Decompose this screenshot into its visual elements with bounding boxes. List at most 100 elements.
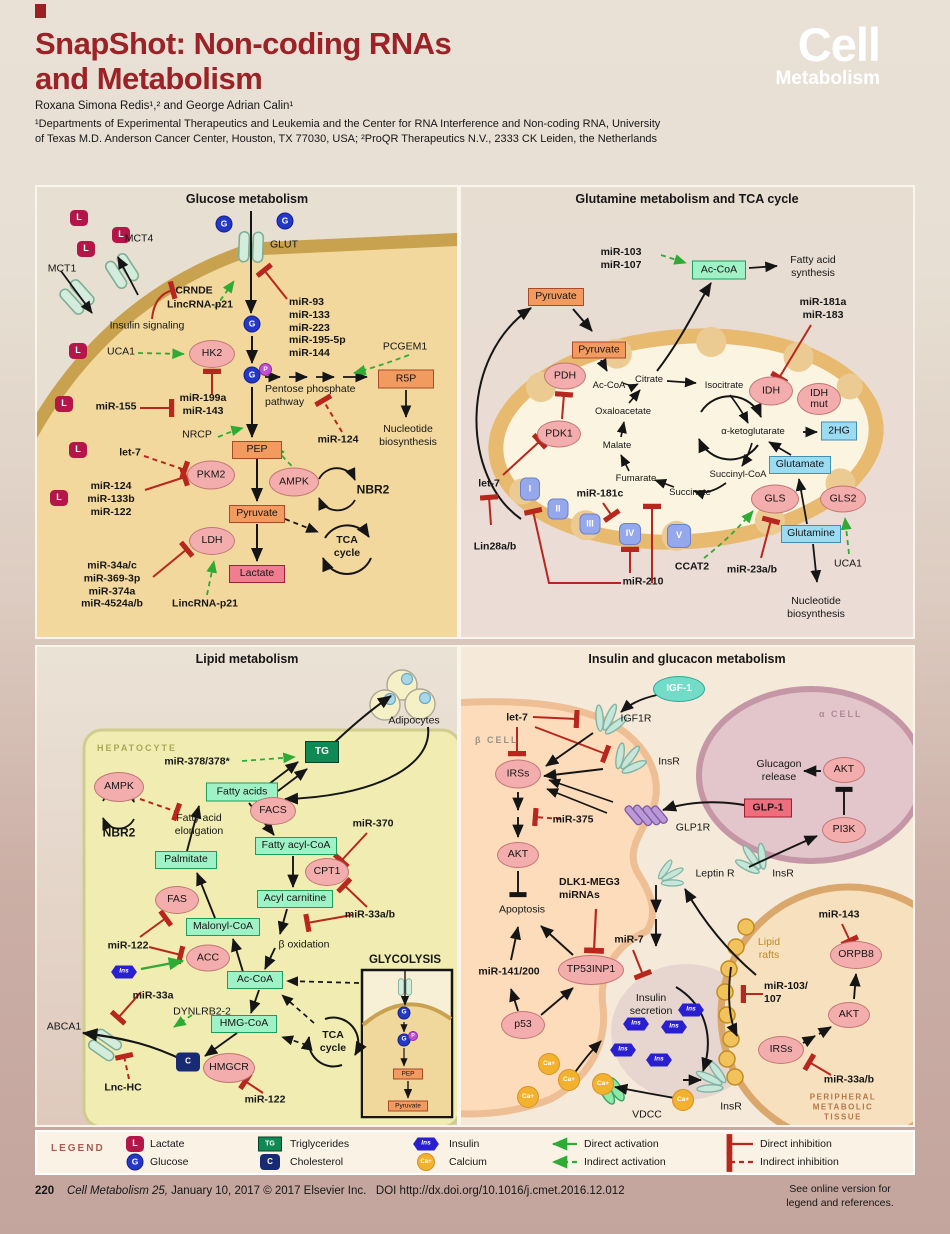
node-igf1: IGF-1 [653, 676, 705, 702]
label-mct4: MCT4 [124, 232, 154, 245]
legend-calcium-badge: Ca+ [417, 1153, 435, 1171]
label-adipocytes: Adipocytes [388, 714, 440, 727]
footer-citation: 220 Cell Metabolism 25, January 10, 2017… [35, 1185, 625, 1197]
node-tp53inp1: TP53INP1 [558, 955, 624, 985]
label-lipid-rafts: Lipid rafts [757, 936, 781, 961]
logo-metabolism: Metabolism [775, 68, 880, 89]
node-fatty-acids: Fatty acids [206, 782, 278, 802]
lactate-badge: L [50, 490, 68, 506]
label-mir34-group: miR-34a/c miR-369-3p miR-374a miR-4524a/… [81, 559, 143, 610]
node-pdk1: PDK1 [537, 420, 581, 448]
label-abca1: ABCA1 [46, 1020, 82, 1033]
doi-link[interactable]: DOI http://dx.doi.org/10.1016/j.cmet.201… [375, 1185, 625, 1197]
node-idh-mut: IDH mut [797, 383, 841, 415]
legend-cholesterol-label: Cholesterol [290, 1156, 344, 1168]
label-malate: Malate [602, 440, 632, 452]
label-mir199a-143: miR-199a miR-143 [179, 392, 227, 417]
node-pep-mini: PEP [393, 1068, 423, 1080]
label-nrcp: NRCP [182, 428, 212, 441]
insulin-granule: Ins [678, 1003, 704, 1017]
node-lactate: Lactate [229, 565, 285, 583]
insulin-granule: Ins [610, 1043, 636, 1057]
label-ccat2: CCAT2 [674, 560, 710, 573]
lactate-badge: L [77, 241, 95, 257]
lipid-diagram-art [81, 669, 457, 1125]
panel-title-glutamine: Glutamine metabolism and TCA cycle [575, 192, 799, 206]
node-pkm2: PKM2 [187, 460, 235, 490]
node-fas: FAS [155, 886, 199, 914]
label-glp1r: GLP1R [675, 821, 711, 834]
label-mir210: miR-210 [622, 575, 664, 588]
label-fatty-acid-synthesis: Fatty acid synthesis [790, 254, 836, 279]
lactate-badge: L [69, 343, 87, 359]
label-mir370: miR-370 [352, 817, 394, 830]
node-complex-iii: III [579, 513, 601, 535]
label-lin28ab: Lin28a/b [473, 540, 517, 553]
glucose-badge: G [243, 315, 261, 333]
panel-title-lipid: Lipid metabolism [195, 652, 299, 666]
node-ac-coa: Ac-CoA [227, 971, 283, 989]
lactate-badge: L [70, 210, 88, 226]
label-glut: GLUT [269, 238, 299, 251]
journal-name: Cell Metabolism 25, [66, 1185, 168, 1197]
panel-title-insulin: Insulin and glucacon metabolism [588, 652, 786, 666]
node-irss-beta: IRSs [495, 759, 541, 789]
corner-mark [35, 4, 46, 18]
label-vdcc: VDCC [632, 1108, 662, 1121]
label-crnde: CRNDE [175, 284, 213, 297]
label-nucleotide-biosynthesis: Nucleotide biosynthesis [379, 423, 437, 448]
lactate-badge: L [69, 442, 87, 458]
calcium-badge: Ca+ [517, 1086, 539, 1108]
label-mir33ab: miR-33a/b [823, 1073, 875, 1086]
label-mir33a: miR-33a [132, 989, 174, 1002]
label-nucleotide-biosynthesis: Nucleotide biosynthesis [787, 595, 845, 620]
node-pep: PEP [232, 441, 282, 459]
legend-indirect-inhibition: Indirect inhibition [760, 1156, 839, 1168]
node-facs: FACS [250, 797, 296, 825]
calcium-badge: Ca+ [558, 1069, 580, 1091]
node-palmitate: Palmitate [155, 851, 217, 869]
node-hmg-coa: HMG-CoA [211, 1015, 277, 1033]
legend-tg-label: Triglycerides [290, 1138, 350, 1150]
label-mir141-200: miR-141/200 [478, 965, 540, 978]
node-akt-alpha: AKT [823, 757, 865, 783]
node-complex-v: V [667, 524, 691, 548]
label-isocitrate: Isocitrate [704, 380, 744, 392]
legend-label: LEGEND [51, 1143, 105, 1154]
label-leptin-r: Leptin R [695, 867, 735, 880]
label-pcgem1: PCGEM1 [382, 340, 428, 353]
cholesterol-badge: C [176, 1052, 200, 1072]
page-title: SnapShot: Non-coding RNAs and Metabolism [35, 26, 452, 96]
node-irss-peripheral: IRSs [758, 1036, 804, 1064]
glucose-badge-mini: G [397, 1006, 411, 1020]
node-pyruvate: Pyruvate [229, 505, 285, 523]
footer-note: See online version for legend and refere… [786, 1183, 894, 1209]
label-peripheral-tissue: PERIPHERAL METABOLIC TISSUE [809, 1092, 877, 1121]
node-gls: GLS [751, 484, 799, 514]
label-glucagon-release: Glucagon release [756, 758, 802, 783]
label-let7: let-7 [478, 477, 500, 490]
label-uca1: UCA1 [833, 557, 863, 570]
node-idh: IDH [749, 376, 793, 406]
node-complex-ii: II [547, 498, 569, 520]
label-nbr2: NBR2 [356, 482, 390, 497]
logo-cell: Cell [797, 18, 881, 71]
label-mir124-group: miR-124 miR-133b miR-122 [87, 479, 135, 518]
legend-calcium-label: Calcium [449, 1156, 487, 1168]
node-akt-beta: AKT [497, 842, 539, 868]
insulin-badge: Ins [111, 965, 137, 979]
label-let7: let-7 [119, 446, 141, 459]
lactate-badge: L [55, 396, 73, 412]
legend-cholesterol-badge: C [260, 1154, 280, 1170]
legend-glucose-badge: G [126, 1153, 144, 1171]
label-lincrna-p21-ldh: LincRNA-p21 [172, 597, 238, 610]
label-tca-cycle: TCA cycle [333, 534, 361, 559]
label-mir143: miR-143 [818, 908, 860, 921]
label-alpha-cell: α CELL [819, 709, 863, 719]
node-akt-peripheral: AKT [828, 1002, 870, 1028]
label-beta-cell: β CELL [475, 735, 519, 745]
node-pyruvate-mini: Pyruvate [388, 1100, 428, 1112]
node-cpt1: CPT1 [305, 858, 349, 886]
node-complex-iv: IV [619, 523, 641, 545]
